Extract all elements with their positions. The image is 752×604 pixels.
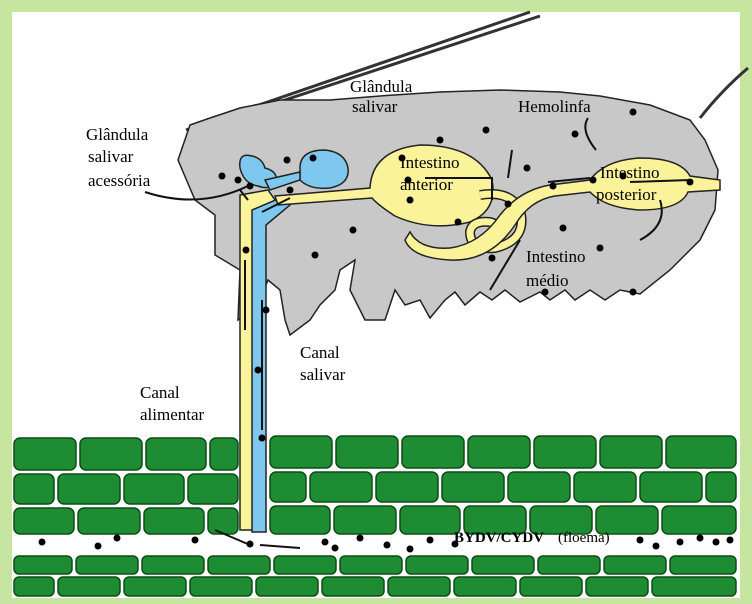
label-acessoria-1: Glândula [86,125,149,144]
label-acessoria-3: acessória [88,171,151,190]
label-hemolinfa: Hemolinfa [518,97,591,116]
label-glandula-salivar-1: Glândula [350,77,413,96]
label-intestino-posterior-2: posterior [596,185,657,204]
label-floema: (floema) [558,530,610,546]
label-intestino-medio-2: médio [526,271,569,290]
label-acessoria-2: salivar [88,147,134,166]
label-intestino-medio-1: Intestino [526,247,586,266]
label-glandula-salivar-2: salivar [352,97,398,116]
phloem-channel [14,537,736,553]
label-intestino-anterior-2: anterior [400,175,453,194]
label-canal-salivar-2: salivar [300,365,346,384]
label-canal-salivar-1: Canal [300,343,340,362]
label-canal-alimentar-2: alimentar [140,405,205,424]
label-intestino-posterior-1: Intestino [600,163,660,182]
label-canal-alimentar-1: Canal [140,383,180,402]
label-intestino-anterior-1: Intestino [400,153,460,172]
plant-cells [14,436,736,596]
label-virus: BYDV/CYDV [454,530,544,546]
